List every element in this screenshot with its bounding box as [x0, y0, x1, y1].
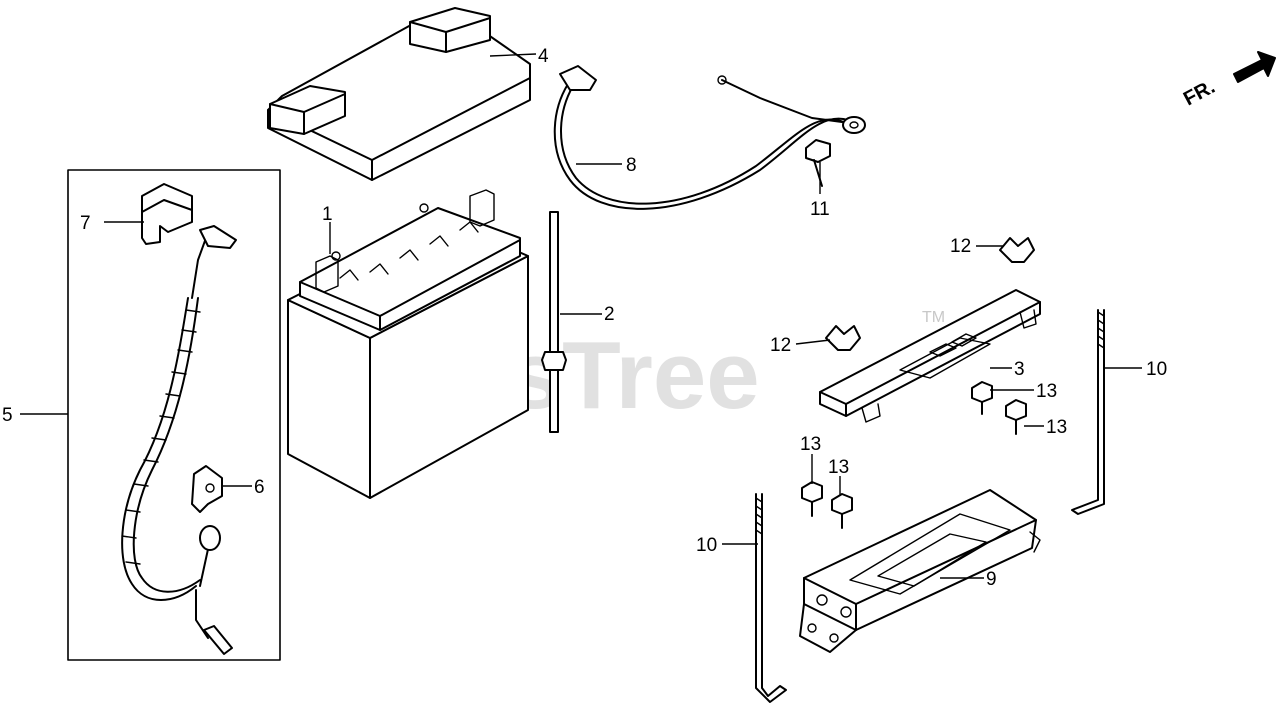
callout-2: 2 — [604, 304, 615, 325]
part-10-holder-rod-left[interactable] — [755, 493, 787, 703]
part-11-bolt[interactable] — [805, 139, 831, 187]
part-3-battery-holder-plate[interactable] — [819, 289, 1041, 423]
part-1-battery[interactable] — [287, 189, 529, 499]
part-12-wing-nut-upper[interactable] — [999, 237, 1035, 263]
part-4-battery-cover[interactable] — [267, 7, 531, 181]
part-9-battery-tray[interactable] — [799, 489, 1041, 653]
callout-13-c: 13 — [800, 434, 821, 455]
callout-10-right: 10 — [1146, 359, 1167, 380]
part-13-bolt-c[interactable] — [801, 481, 823, 517]
part-2-vent-tube[interactable] — [541, 211, 567, 433]
leader-lines — [20, 53, 1142, 579]
part-8-battery-cable[interactable] — [553, 65, 866, 210]
callout-4: 4 — [538, 46, 549, 67]
callout-12-lower: 12 — [770, 335, 791, 356]
callout-11: 11 — [810, 199, 830, 220]
callout-1: 1 — [322, 204, 333, 225]
front-label: FR. — [1180, 76, 1219, 111]
callout-3: 3 — [1014, 359, 1025, 380]
part-5-harness-group[interactable] — [67, 169, 281, 661]
callout-13-d: 13 — [828, 457, 849, 478]
part-7-terminal-cover[interactable] — [141, 183, 193, 245]
part-10-holder-rod-right[interactable] — [1071, 309, 1105, 515]
part-13-bolt-a[interactable] — [971, 381, 993, 415]
callout-8: 8 — [626, 155, 637, 176]
part-13-bolt-b[interactable] — [1005, 399, 1027, 435]
callout-5: 5 — [2, 405, 13, 426]
callout-numbers: 1 2 3 4 5 6 7 8 9 10 10 11 12 12 13 13 1… — [2, 46, 1167, 590]
callout-13-a: 13 — [1036, 381, 1057, 402]
part-13-bolt-d[interactable] — [831, 493, 853, 529]
watermark-trademark: TM — [922, 309, 945, 326]
callout-13-b: 13 — [1046, 417, 1067, 438]
callout-10-left: 10 — [696, 535, 717, 556]
callout-9: 9 — [986, 569, 997, 590]
part-12-wing-nut-lower[interactable] — [825, 325, 861, 351]
callout-12-upper: 12 — [950, 236, 971, 257]
part-6-terminal-boot[interactable] — [191, 465, 223, 513]
callout-6: 6 — [254, 477, 265, 498]
callout-7: 7 — [80, 213, 91, 234]
front-arrow-icon — [1233, 51, 1276, 83]
front-direction-indicator: FR. — [1180, 51, 1276, 111]
